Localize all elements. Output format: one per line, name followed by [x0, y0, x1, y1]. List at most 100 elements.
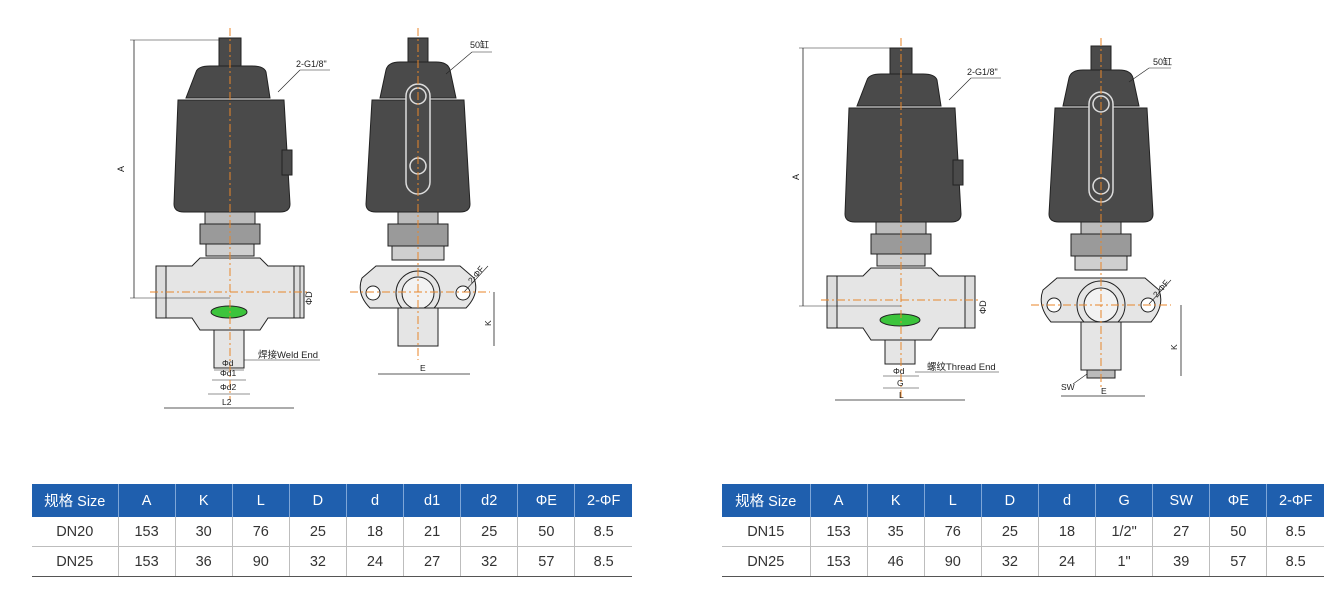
- label-dim-phid1: Φd1: [220, 368, 237, 378]
- table-header-row: 规格 Size A K L D d G SW ΦE 2-ΦF: [722, 484, 1324, 517]
- cell: 1/2": [1095, 517, 1154, 547]
- label-end-type: 焊接Weld End: [258, 349, 318, 361]
- label-dim-e: E: [1101, 386, 1107, 396]
- cell: 8.5: [574, 546, 632, 577]
- cell: 46: [867, 546, 925, 577]
- weld-end-svg: 2-G1/8" 50缸 A ΦD Φd Φd1 Φd2 L2 焊接Weld En…: [116, 28, 495, 409]
- table-row: DN25 153 46 90 32 24 1" 39 57 8.5: [722, 546, 1324, 577]
- cell: 57: [1209, 546, 1268, 577]
- cell: 57: [517, 546, 576, 577]
- header-d: D: [289, 484, 347, 517]
- label-port: 2-G1/8": [296, 59, 327, 69]
- header-2phif: 2-ΦF: [1266, 484, 1324, 517]
- header-a: A: [810, 484, 868, 517]
- cell: DN20: [32, 517, 119, 547]
- cell: 39: [1152, 546, 1211, 577]
- cell: 30: [175, 517, 233, 547]
- header-phie: ΦE: [1209, 484, 1268, 517]
- cell: 76: [924, 517, 982, 547]
- header-phie: ΦE: [517, 484, 576, 517]
- front-view: [130, 28, 330, 409]
- label-dim-phid: Φd: [893, 366, 905, 376]
- header-d2: d2: [460, 484, 519, 517]
- seal-ring: [210, 305, 248, 319]
- cell: 8.5: [574, 517, 632, 547]
- cell: 153: [118, 517, 176, 547]
- cell: 35: [867, 517, 925, 547]
- thread-end-svg: 2-G1/8" 50缸 A ΦD Φd G L 螺纹Thread End SW …: [791, 38, 1182, 401]
- cell: 24: [346, 546, 405, 577]
- label-dim-2phif: 2-ΦF: [1151, 278, 1171, 299]
- label-dim-d: ΦD: [978, 300, 988, 314]
- label-dim-g: G: [897, 378, 904, 388]
- header-l: L: [232, 484, 290, 517]
- cell: 153: [810, 546, 868, 577]
- header-a: A: [118, 484, 176, 517]
- label-dim-l: L: [899, 390, 904, 400]
- cell: 50: [1209, 517, 1268, 547]
- label-dim-phid2: Φd2: [220, 382, 237, 392]
- cell: 8.5: [1266, 546, 1324, 577]
- table-row: DN20 153 30 76 25 18 21 25 50 8.5: [32, 517, 632, 547]
- weld-end-drawing: 2-G1/8" 50缸 A ΦD Φd Φd1 Φd2 L2 焊接Weld En…: [0, 0, 671, 440]
- label-dim-2phif: 2-ΦF: [466, 264, 486, 285]
- front-view: [799, 38, 1001, 401]
- header-d-small: d: [346, 484, 405, 517]
- cell: 32: [460, 546, 519, 577]
- weld-end-spec-table: 规格 Size A K L D d d1 d2 ΦE 2-ΦF DN20 153…: [32, 484, 632, 577]
- cell: DN25: [722, 546, 811, 577]
- cell: 25: [460, 517, 519, 547]
- header-l: L: [924, 484, 982, 517]
- cell: 90: [232, 546, 290, 577]
- table-row: DN25 153 36 90 32 24 27 32 57 8.5: [32, 546, 632, 577]
- cell: 27: [403, 546, 462, 577]
- cell: 25: [289, 517, 347, 547]
- header-d1: d1: [403, 484, 462, 517]
- cell: 50: [517, 517, 576, 547]
- table-header-row: 规格 Size A K L D d d1 d2 ΦE 2-ΦF: [32, 484, 632, 517]
- cell: 153: [118, 546, 176, 577]
- label-dim-e: E: [420, 363, 426, 373]
- header-g: G: [1095, 484, 1154, 517]
- label-port: 2-G1/8": [967, 67, 998, 77]
- label-dim-k: K: [1169, 344, 1179, 350]
- label-dim-phid: Φd: [222, 358, 234, 368]
- side-view: [350, 28, 495, 375]
- cell: 1": [1095, 546, 1154, 577]
- cell: 90: [924, 546, 982, 577]
- thread-end-drawing: 2-G1/8" 50缸 A ΦD Φd G L 螺纹Thread End SW …: [671, 0, 1342, 440]
- label-dim-a: A: [116, 166, 126, 172]
- thread-end-spec-table: 规格 Size A K L D d G SW ΦE 2-ΦF DN15 153 …: [722, 484, 1324, 577]
- header-size: 规格 Size: [722, 484, 811, 517]
- label-dim-d: ΦD: [304, 291, 314, 305]
- header-k: K: [175, 484, 233, 517]
- header-k: K: [867, 484, 925, 517]
- header-sw: SW: [1152, 484, 1211, 517]
- header-2phif: 2-ΦF: [574, 484, 632, 517]
- cell: 21: [403, 517, 462, 547]
- cell: 25: [981, 517, 1039, 547]
- cell: 76: [232, 517, 290, 547]
- label-dim-a: A: [791, 174, 801, 180]
- cell: 32: [981, 546, 1039, 577]
- table-row: DN15 153 35 76 25 18 1/2" 27 50 8.5: [722, 517, 1324, 547]
- label-cylinder: 50缸: [470, 39, 489, 50]
- label-dim-k: K: [483, 320, 493, 326]
- label-cylinder: 50缸: [1153, 56, 1172, 67]
- cell: 153: [810, 517, 868, 547]
- header-size: 规格 Size: [32, 484, 119, 517]
- cell: 36: [175, 546, 233, 577]
- side-view: [1031, 38, 1182, 397]
- cell: 27: [1152, 517, 1211, 547]
- cell: DN25: [32, 546, 119, 577]
- cell: DN15: [722, 517, 811, 547]
- header-d: D: [981, 484, 1039, 517]
- header-d-small: d: [1038, 484, 1097, 517]
- cell: 18: [1038, 517, 1097, 547]
- label-dim-sw: SW: [1061, 382, 1075, 392]
- cell: 18: [346, 517, 405, 547]
- label-end-type: 螺纹Thread End: [927, 361, 996, 373]
- seal-ring: [879, 313, 921, 327]
- cell: 24: [1038, 546, 1097, 577]
- cell: 32: [289, 546, 347, 577]
